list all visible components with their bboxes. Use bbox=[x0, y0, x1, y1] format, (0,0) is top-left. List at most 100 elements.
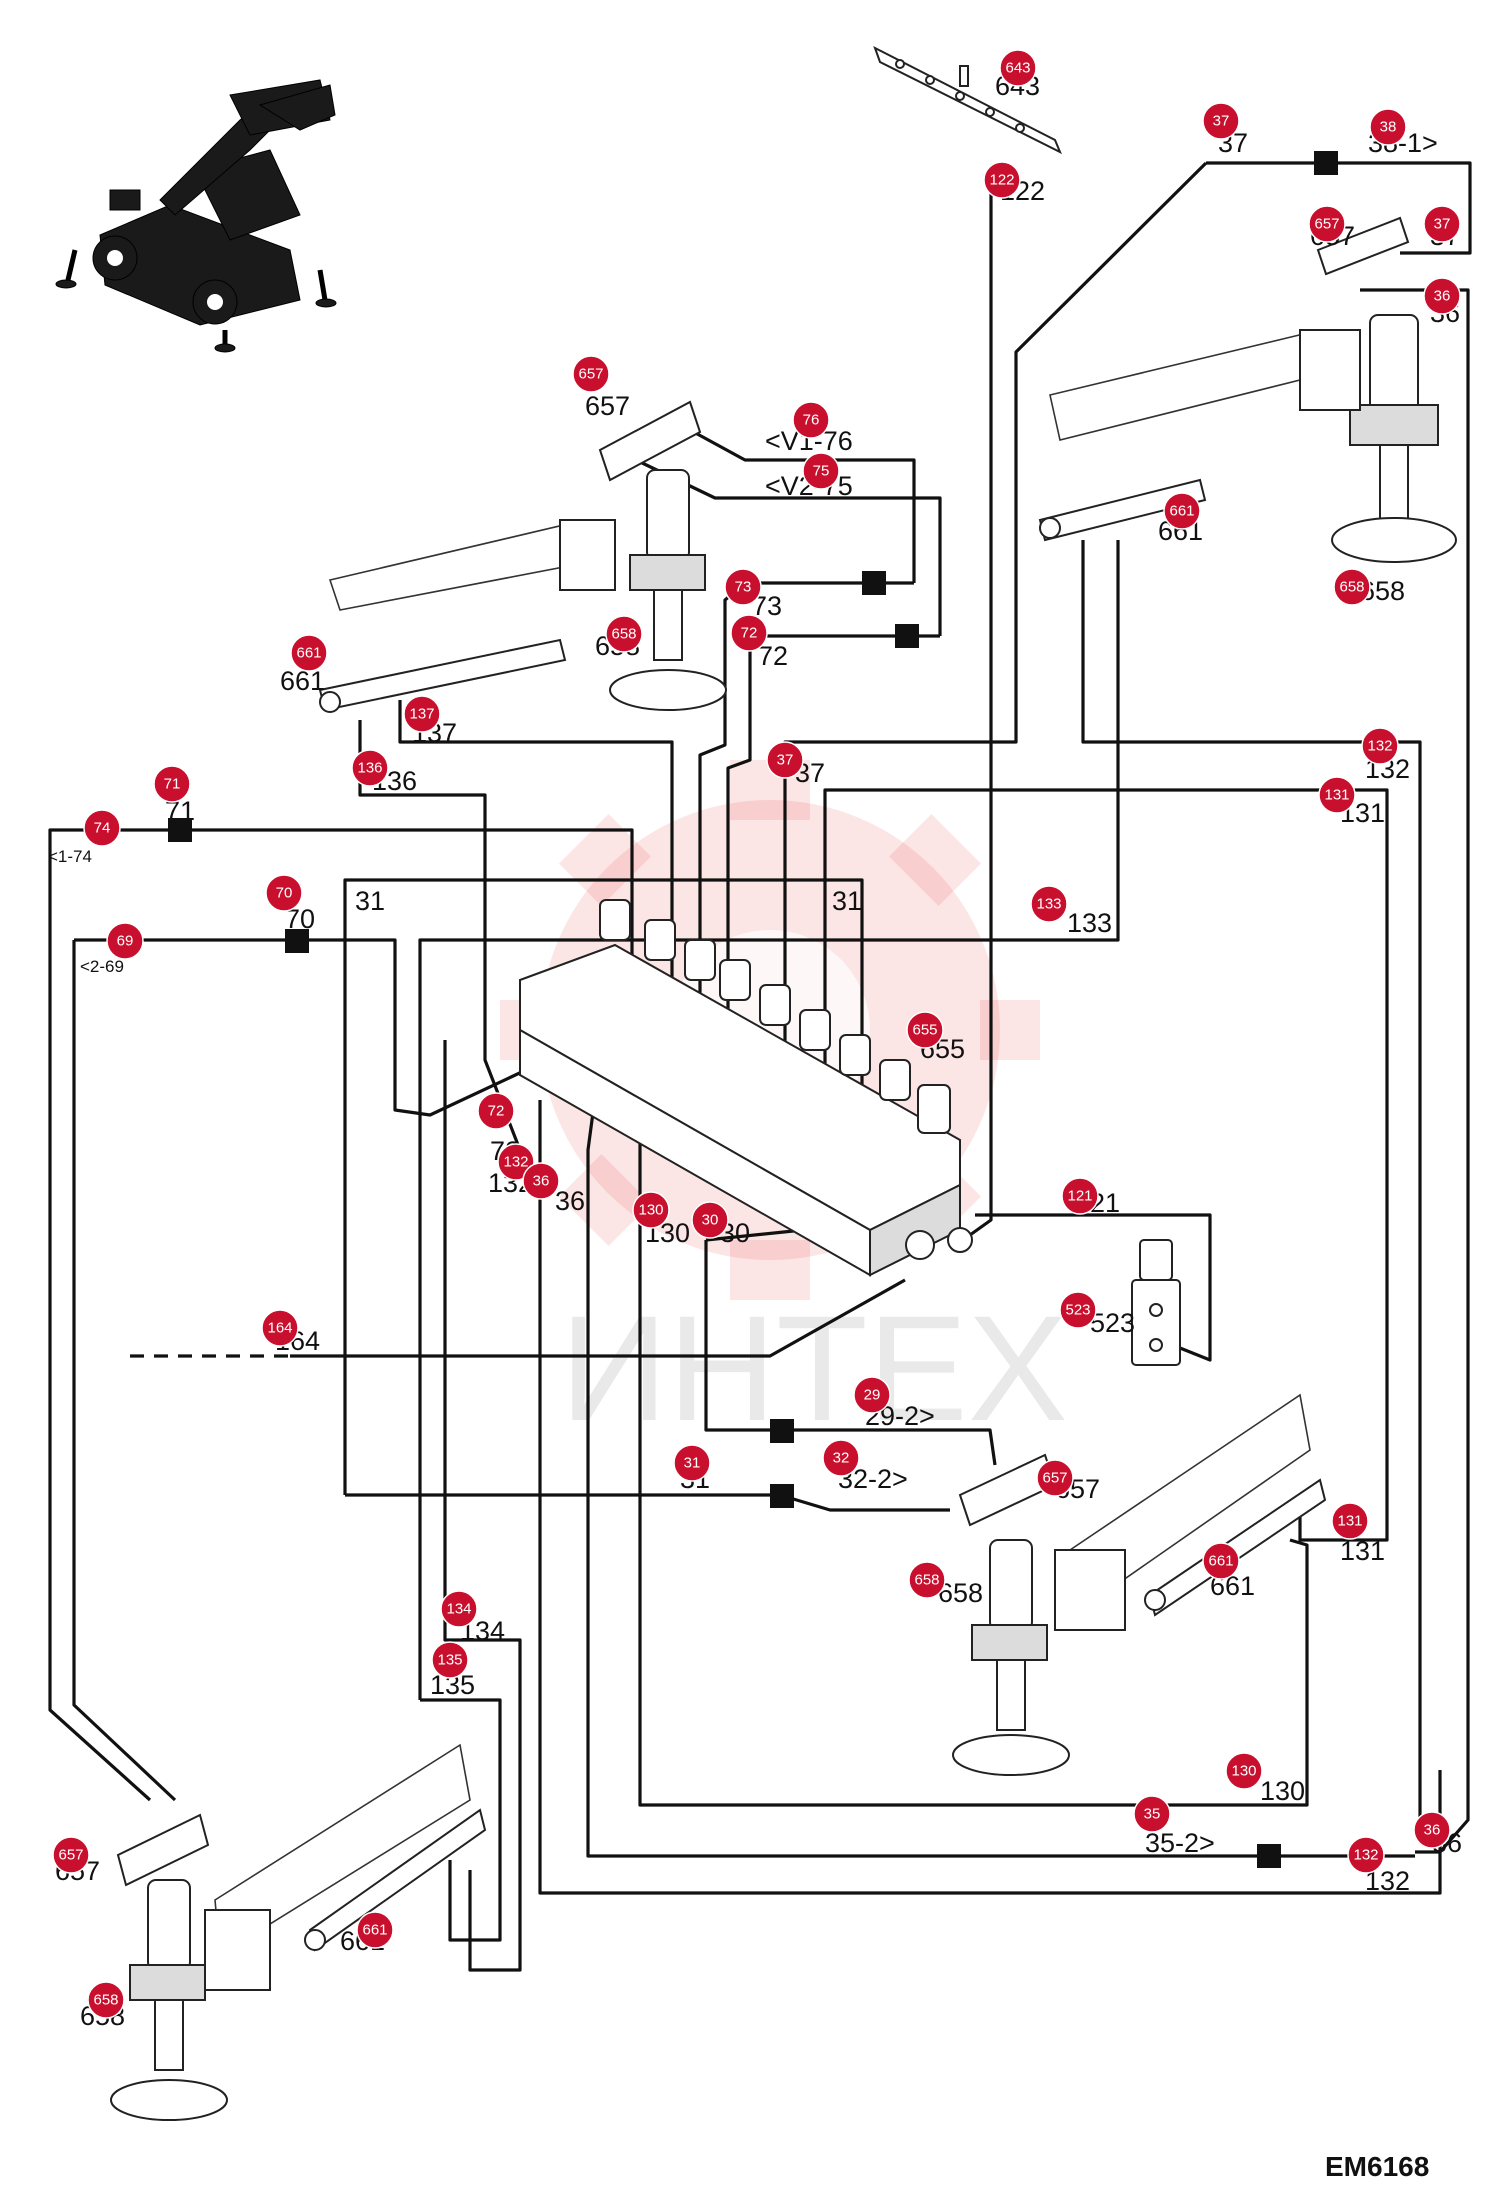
svg-text:31: 31 bbox=[684, 1455, 701, 1472]
svg-text:657: 657 bbox=[1042, 1470, 1067, 1487]
label-133: 133 bbox=[1067, 908, 1112, 938]
marker-658-top-right[interactable]: 658 bbox=[1333, 568, 1371, 606]
svg-text:72: 72 bbox=[741, 625, 758, 642]
svg-text:75: 75 bbox=[813, 463, 830, 480]
label-35: 35-2> bbox=[1145, 1828, 1215, 1858]
marker-37-top[interactable]: 37 bbox=[1202, 102, 1240, 140]
svg-text:71: 71 bbox=[164, 776, 181, 793]
svg-text:36: 36 bbox=[533, 1173, 550, 1190]
svg-text:661: 661 bbox=[1169, 503, 1194, 520]
svg-text:122: 122 bbox=[989, 172, 1014, 189]
svg-text:137: 137 bbox=[409, 706, 434, 723]
marker-132-right[interactable]: 132 bbox=[1361, 727, 1399, 765]
marker-164[interactable]: 164 bbox=[261, 1309, 299, 1347]
marker-131-right[interactable]: 131 bbox=[1318, 776, 1356, 814]
marker-35[interactable]: 35 bbox=[1133, 1795, 1171, 1833]
marker-76[interactable]: 76 bbox=[792, 401, 830, 439]
svg-text:132: 132 bbox=[1353, 1847, 1378, 1864]
label-661-top-left: 661 bbox=[280, 666, 325, 696]
label-36-mid: 36 bbox=[555, 1186, 585, 1216]
svg-text:38: 38 bbox=[1380, 119, 1397, 136]
marker-136[interactable]: 136 bbox=[351, 749, 389, 787]
marker-135[interactable]: 135 bbox=[431, 1641, 469, 1679]
marker-36-mid[interactable]: 36 bbox=[522, 1162, 560, 1200]
label-2-69: <2-69 bbox=[80, 957, 124, 976]
marker-30[interactable]: 30 bbox=[691, 1201, 729, 1239]
terminal-strip-icon bbox=[873, 45, 1062, 155]
marker-133[interactable]: 133 bbox=[1030, 885, 1068, 923]
svg-text:661: 661 bbox=[296, 645, 321, 662]
pressure-switch-icon bbox=[1131, 1239, 1181, 1366]
marker-131-bottom[interactable]: 131 bbox=[1331, 1502, 1369, 1540]
marker-132-bottom[interactable]: 132 bbox=[1347, 1836, 1385, 1874]
marker-658-bottom-right[interactable]: 658 bbox=[908, 1561, 946, 1599]
marker-657-top-right[interactable]: 657 bbox=[1308, 205, 1346, 243]
marker-658-top-left[interactable]: 658 bbox=[605, 615, 643, 653]
svg-text:70: 70 bbox=[276, 885, 293, 902]
marker-69[interactable]: 69 bbox=[106, 922, 144, 960]
marker-657-bottom-left[interactable]: 657 bbox=[52, 1836, 90, 1874]
label-31-left: 31 bbox=[355, 886, 385, 916]
svg-text:37: 37 bbox=[1213, 113, 1230, 130]
label-130-bottom: 130 bbox=[1260, 1776, 1305, 1806]
marker-121[interactable]: 121 bbox=[1061, 1177, 1099, 1215]
svg-text:135: 135 bbox=[437, 1652, 462, 1669]
switch-block-icon bbox=[116, 216, 1410, 1887]
svg-text:130: 130 bbox=[1231, 1763, 1256, 1780]
svg-text:131: 131 bbox=[1337, 1513, 1362, 1530]
marker-74[interactable]: 74 bbox=[83, 809, 121, 847]
marker-134[interactable]: 134 bbox=[440, 1590, 478, 1628]
svg-text:130: 130 bbox=[638, 1202, 663, 1219]
marker-137[interactable]: 137 bbox=[403, 695, 441, 733]
svg-text:132: 132 bbox=[503, 1154, 528, 1171]
marker-75[interactable]: 75 bbox=[802, 452, 840, 490]
marker-71[interactable]: 71 bbox=[153, 765, 191, 803]
marker-643[interactable]: 643 bbox=[999, 49, 1037, 87]
marker-72-mid[interactable]: 72 bbox=[477, 1092, 515, 1130]
marker-73[interactable]: 73 bbox=[724, 568, 762, 606]
svg-text:523: 523 bbox=[1065, 1302, 1090, 1319]
svg-text:29: 29 bbox=[864, 1387, 881, 1404]
svg-text:658: 658 bbox=[914, 1572, 939, 1589]
svg-text:133: 133 bbox=[1036, 896, 1061, 913]
marker-661-top-left[interactable]: 661 bbox=[290, 634, 328, 672]
marker-36-bottom[interactable]: 36 bbox=[1413, 1811, 1451, 1849]
marker-661-bottom-left[interactable]: 661 bbox=[356, 1911, 394, 1949]
svg-text:661: 661 bbox=[1208, 1553, 1233, 1570]
svg-text:72: 72 bbox=[488, 1103, 505, 1120]
wire-connectors bbox=[168, 151, 1338, 1868]
svg-text:658: 658 bbox=[93, 1992, 118, 2009]
svg-text:661: 661 bbox=[362, 1922, 387, 1939]
marker-658-bottom-left[interactable]: 658 bbox=[87, 1981, 125, 2019]
marker-132-mid[interactable]: 132 bbox=[497, 1143, 535, 1181]
svg-text:136: 136 bbox=[357, 760, 382, 777]
svg-text:74: 74 bbox=[94, 820, 111, 837]
svg-text:164: 164 bbox=[267, 1320, 292, 1337]
svg-text:131: 131 bbox=[1324, 787, 1349, 804]
marker-130-mid[interactable]: 130 bbox=[632, 1191, 670, 1229]
marker-130-bottom[interactable]: 130 bbox=[1225, 1752, 1263, 1790]
marker-72-top[interactable]: 72 bbox=[730, 614, 768, 652]
marker-32[interactable]: 32 bbox=[822, 1439, 860, 1477]
marker-29[interactable]: 29 bbox=[853, 1376, 891, 1414]
marker-657-bottom-right[interactable]: 657 bbox=[1036, 1459, 1074, 1497]
svg-text:32: 32 bbox=[833, 1450, 850, 1467]
marker-657-top-left[interactable]: 657 bbox=[572, 355, 610, 393]
marker-70[interactable]: 70 bbox=[265, 874, 303, 912]
svg-text:76: 76 bbox=[803, 412, 820, 429]
label-658-bottom-right: 658 bbox=[938, 1578, 983, 1608]
stabilizer-leg-icon bbox=[110, 314, 1457, 2121]
marker-661-top-right[interactable]: 661 bbox=[1163, 492, 1201, 530]
marker-36-right[interactable]: 36 bbox=[1423, 277, 1461, 315]
svg-text:37: 37 bbox=[777, 752, 794, 769]
marker-122[interactable]: 122 bbox=[983, 161, 1021, 199]
marker-31-bottom[interactable]: 31 bbox=[673, 1444, 711, 1482]
marker-523[interactable]: 523 bbox=[1059, 1291, 1097, 1329]
marker-661-bottom-right[interactable]: 661 bbox=[1202, 1542, 1240, 1580]
svg-text:657: 657 bbox=[1314, 216, 1339, 233]
marker-655[interactable]: 655 bbox=[906, 1011, 944, 1049]
marker-37-right[interactable]: 37 bbox=[1423, 205, 1461, 243]
marker-38[interactable]: 38 bbox=[1369, 108, 1407, 146]
marker-37-mid[interactable]: 37 bbox=[766, 741, 804, 779]
